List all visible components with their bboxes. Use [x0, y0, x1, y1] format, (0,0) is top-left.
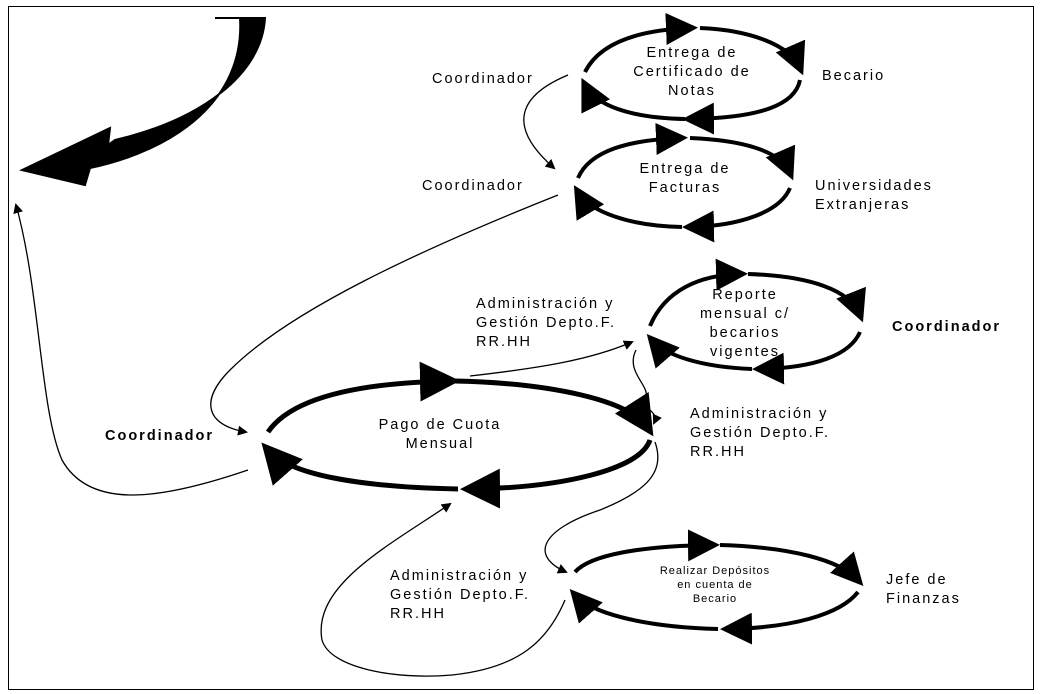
cycle-reporte: [646, 258, 866, 385]
connector-pago-bigarrow: [13, 203, 249, 496]
actor-becario: Becario: [822, 68, 886, 84]
cycle-depositos: [569, 529, 864, 645]
connector-pago-depositos: [544, 441, 659, 574]
connector-depositos-pago: [320, 502, 566, 677]
process-notas: Entrega de Certificado de Notas: [633, 45, 751, 99]
cycle-facturas: [573, 122, 796, 243]
connector-pago-reporte: [469, 340, 634, 377]
actor-jefe-finanzas: Jefe de Finanzas: [886, 572, 961, 607]
connectors: [13, 74, 662, 677]
actor-universidades: Universidades Extranjeras: [815, 178, 933, 213]
process-facturas: Entrega de Facturas: [639, 161, 731, 196]
actor-coordinador-reporte: Coordinador: [892, 319, 1001, 335]
actor-admin-pago: Administración y Gestión Depto.F. RR.HH: [690, 406, 830, 460]
actor-admin-depositos: Administración y Gestión Depto.F. RR.HH: [390, 568, 530, 622]
actor-coordinador-facturas: Coordinador: [422, 178, 524, 194]
process-pago: Pago de Cuota Mensual: [378, 417, 502, 452]
actor-admin-reporte: Administración y Gestión Depto.F. RR.HH: [476, 296, 616, 350]
big-curved-arrow: [19, 17, 267, 187]
process-reporte: Reporte mensual c/ becarios vigentes: [699, 287, 791, 360]
connector-reporte-pago: [632, 349, 662, 425]
cycle-notas: [581, 12, 806, 135]
actor-coordinador-pago: Coordinador: [105, 428, 214, 444]
cycle-pago: [261, 361, 654, 509]
actor-coordinador-notas: Coordinador: [432, 71, 534, 87]
process-depositos: Realizar Depósitos en cuenta de Becario: [659, 565, 771, 605]
connector-facturas-pago: [210, 194, 559, 436]
connector-notas-facturas: [523, 74, 569, 170]
